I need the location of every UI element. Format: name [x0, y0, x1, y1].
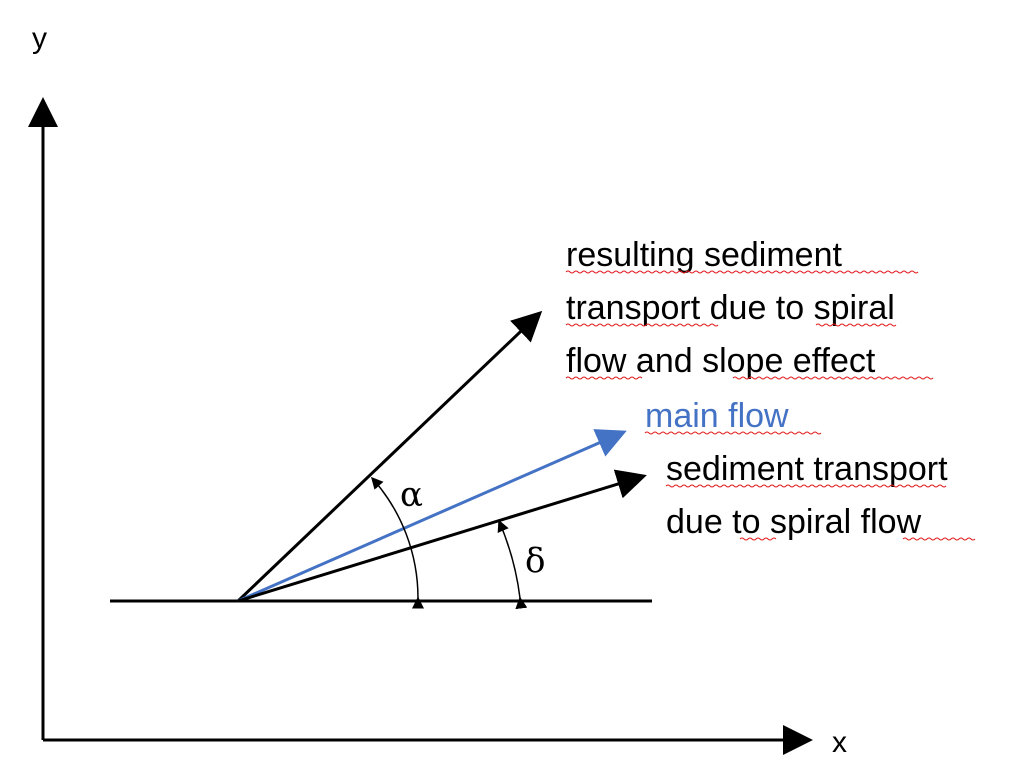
main-flow-vector [237, 429, 627, 603]
delta-label: δ [525, 541, 545, 581]
squiggle-flow-2 [902, 537, 976, 541]
y-axis-label: y [32, 22, 47, 55]
spiral-label-line-1: sediment transport [666, 450, 948, 488]
x-axis-label: x [832, 726, 847, 759]
squiggle-main-flow [644, 431, 822, 435]
alpha-angle-arc [370, 476, 425, 609]
squiggle-to [815, 323, 897, 327]
squiggle-resulting [565, 270, 919, 274]
main-flow-label: main flow [645, 397, 789, 435]
alpha-label: α [400, 475, 423, 515]
squiggle-transport [565, 323, 719, 327]
squiggle-flow-1 [565, 376, 643, 380]
spiral-transport-vector [237, 469, 647, 603]
squiggle-sediment-transport [665, 484, 947, 488]
resulting-label-line-1: resulting sediment [566, 236, 842, 274]
resulting-transport-vector [236, 310, 543, 603]
squiggle-slope-effect [732, 376, 934, 380]
resulting-label-line-2: transport due to spiral [566, 289, 895, 327]
delta-angle-arc [497, 519, 528, 610]
squiggle-to-flow [739, 537, 777, 541]
spiral-label-line-2: due to spiral flow [666, 503, 922, 541]
spellcheck-underlines [565, 270, 976, 541]
resulting-label-line-3: flow and slope effect [566, 342, 876, 380]
